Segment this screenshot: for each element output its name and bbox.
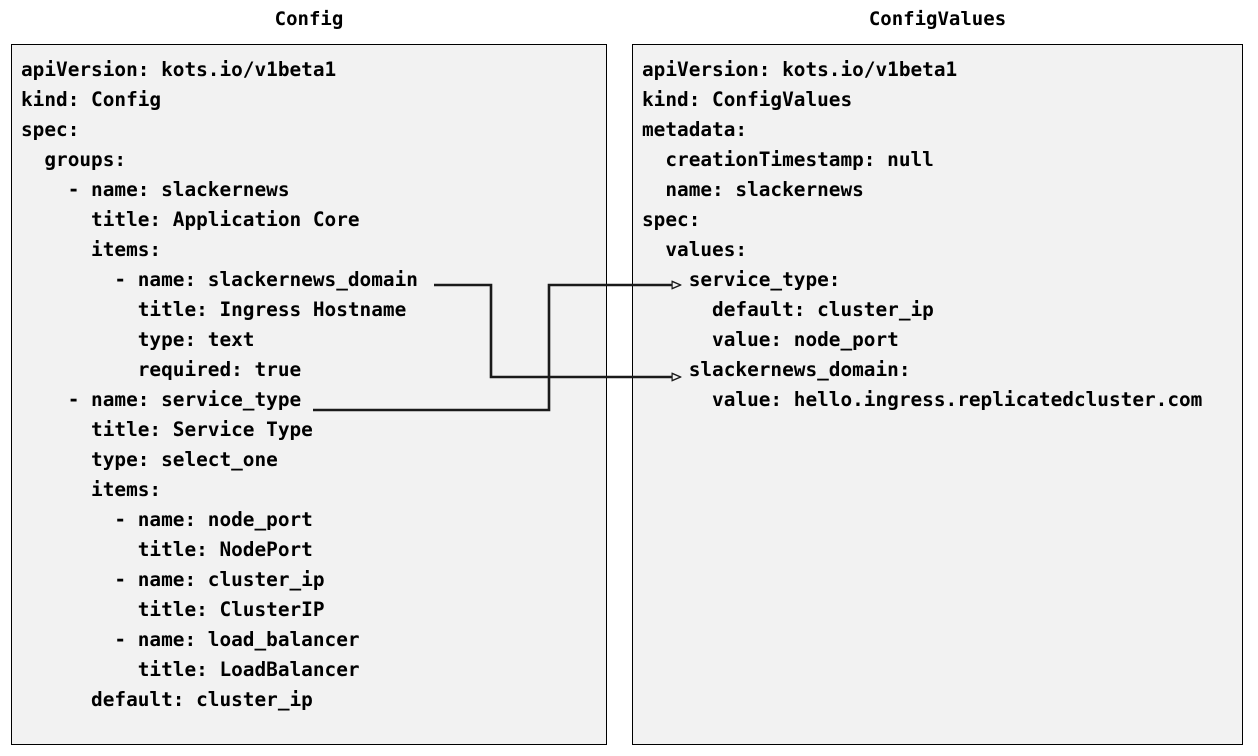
configvalues-yaml-line: values:	[642, 238, 748, 261]
configvalues-yaml-line: spec:	[642, 208, 701, 231]
config-yaml-line: required: true	[21, 358, 302, 381]
config-yaml-code: apiVersion: kots.io/v1beta1 kind: Config s…	[21, 55, 602, 715]
config-yaml-line: items:	[21, 238, 162, 261]
config-yaml-line: groups:	[21, 148, 127, 171]
configvalues-panel: apiVersion: kots.io/v1beta1 kind: ConfigV…	[632, 44, 1243, 745]
configvalues-yaml-line: name: slackernews	[642, 178, 864, 201]
configvalues-yaml-line: service_type:	[642, 268, 841, 291]
config-yaml-line: title: ClusterIP	[21, 598, 325, 621]
config-yaml-line: title: Application Core	[21, 208, 360, 231]
config-yaml-line: type: text	[21, 328, 255, 351]
config-yaml-line: default: cluster_ip	[21, 688, 313, 711]
config-yaml-line: title: NodePort	[21, 538, 313, 561]
configvalues-yaml-line: creationTimestamp: null	[642, 148, 934, 171]
config-yaml-line: - name: slackernews	[21, 178, 290, 201]
configvalues-yaml-line: kind: ConfigValues	[642, 88, 853, 111]
configvalues-yaml-line: value: hello.ingress.replicatedcluster.c…	[642, 388, 1203, 411]
config-panel: apiVersion: kots.io/v1beta1 kind: Config s…	[11, 44, 607, 745]
config-yaml-line: spec:	[21, 118, 80, 141]
configvalues-yaml-line: slackernews_domain:	[642, 358, 911, 381]
config-yaml-line: - name: slackernews_domain	[21, 268, 418, 291]
configvalues-yaml-line: default: cluster_ip	[642, 298, 934, 321]
configvalues-panel-title: ConfigValues	[868, 8, 1007, 30]
config-yaml-line: kind: Config	[21, 88, 162, 111]
config-yaml-line: title: LoadBalancer	[21, 658, 360, 681]
configvalues-yaml-line: apiVersion: kots.io/v1beta1	[642, 58, 958, 81]
config-yaml-line: - name: cluster_ip	[21, 568, 325, 591]
configvalues-yaml-line: value: node_port	[642, 328, 899, 351]
config-yaml-line: items:	[21, 478, 162, 501]
config-yaml-line: - name: service_type	[21, 388, 302, 411]
config-yaml-line: apiVersion: kots.io/v1beta1	[21, 58, 337, 81]
config-yaml-line: title: Ingress Hostname	[21, 298, 407, 321]
config-yaml-line: title: Service Type	[21, 418, 313, 441]
config-yaml-line: - name: node_port	[21, 508, 313, 531]
config-yaml-line: type: select_one	[21, 448, 278, 471]
config-panel-title: Config	[274, 8, 344, 30]
configvalues-yaml-line: metadata:	[642, 118, 748, 141]
config-yaml-line: - name: load_balancer	[21, 628, 360, 651]
configvalues-yaml-code: apiVersion: kots.io/v1beta1 kind: ConfigV…	[642, 55, 1238, 415]
